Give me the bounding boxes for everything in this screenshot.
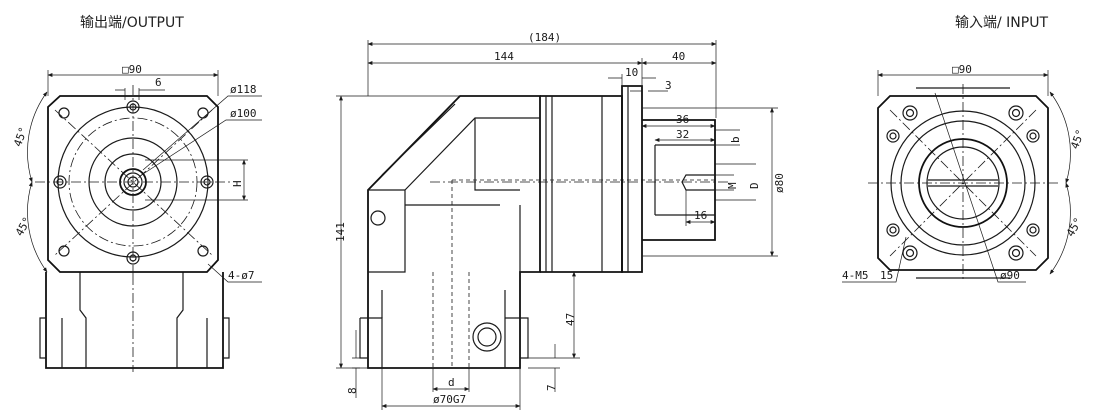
output-square-dim: □90 [122,63,142,76]
input-angle-bottom: 45° [1064,215,1085,239]
output-angle-bottom: 45° [13,215,34,239]
output-dia-outer: ø118 [230,83,257,96]
side-pilot-dim: ø80 [773,173,786,193]
output-dia-pcd: ø100 [230,107,257,120]
output-offset-dim: 6 [155,76,162,89]
output-title: 输出端/OUTPUT [80,15,184,31]
input-angle-top: 45° [1068,128,1087,151]
output-angle-top: 45° [11,125,30,148]
side-base-low-dim: 8 [346,387,359,394]
side-step-dim: 3 [665,79,672,92]
side-base-h-dim: 47 [564,313,577,326]
side-thread-dim: M [726,182,739,189]
side-overall-dim: (184) [528,31,561,44]
side-base-r-dim: 7 [545,384,558,391]
output-height-dim: H [231,180,244,187]
side-view: (184) 144 40 10 3 36 32 b M D ø80 16 [334,31,786,410]
input-hole-depth: 15 [880,269,893,282]
side-key-len-dim: 36 [676,113,689,126]
input-title: 输入端/ INPUT [955,15,1048,31]
side-shaft-len-dim: 32 [676,128,689,141]
side-shaft-dia-dim: D [748,182,761,189]
output-view: 45° 45° □90 6 ø118 ø100 H 4-ø7 [11,63,262,372]
side-flange-dim: 10 [625,66,638,79]
side-key-pos-dim: 16 [694,209,707,222]
side-body-dim: 144 [494,50,514,63]
side-height-dim: 141 [334,222,347,242]
side-bore-dim: d [448,376,455,389]
input-view: □90 45° 45° 4-M5 15 ø90 [842,63,1087,283]
side-key-width-dim: b [729,136,742,143]
input-holes-label: 4-M5 [842,269,869,282]
input-pcd-label: ø90 [1000,269,1020,282]
output-holes-label: 4-ø7 [228,269,255,282]
input-square-dim: □90 [952,63,972,76]
side-shaft-total-dim: 40 [672,50,685,63]
side-spigot-dim: ø70G7 [433,393,466,406]
